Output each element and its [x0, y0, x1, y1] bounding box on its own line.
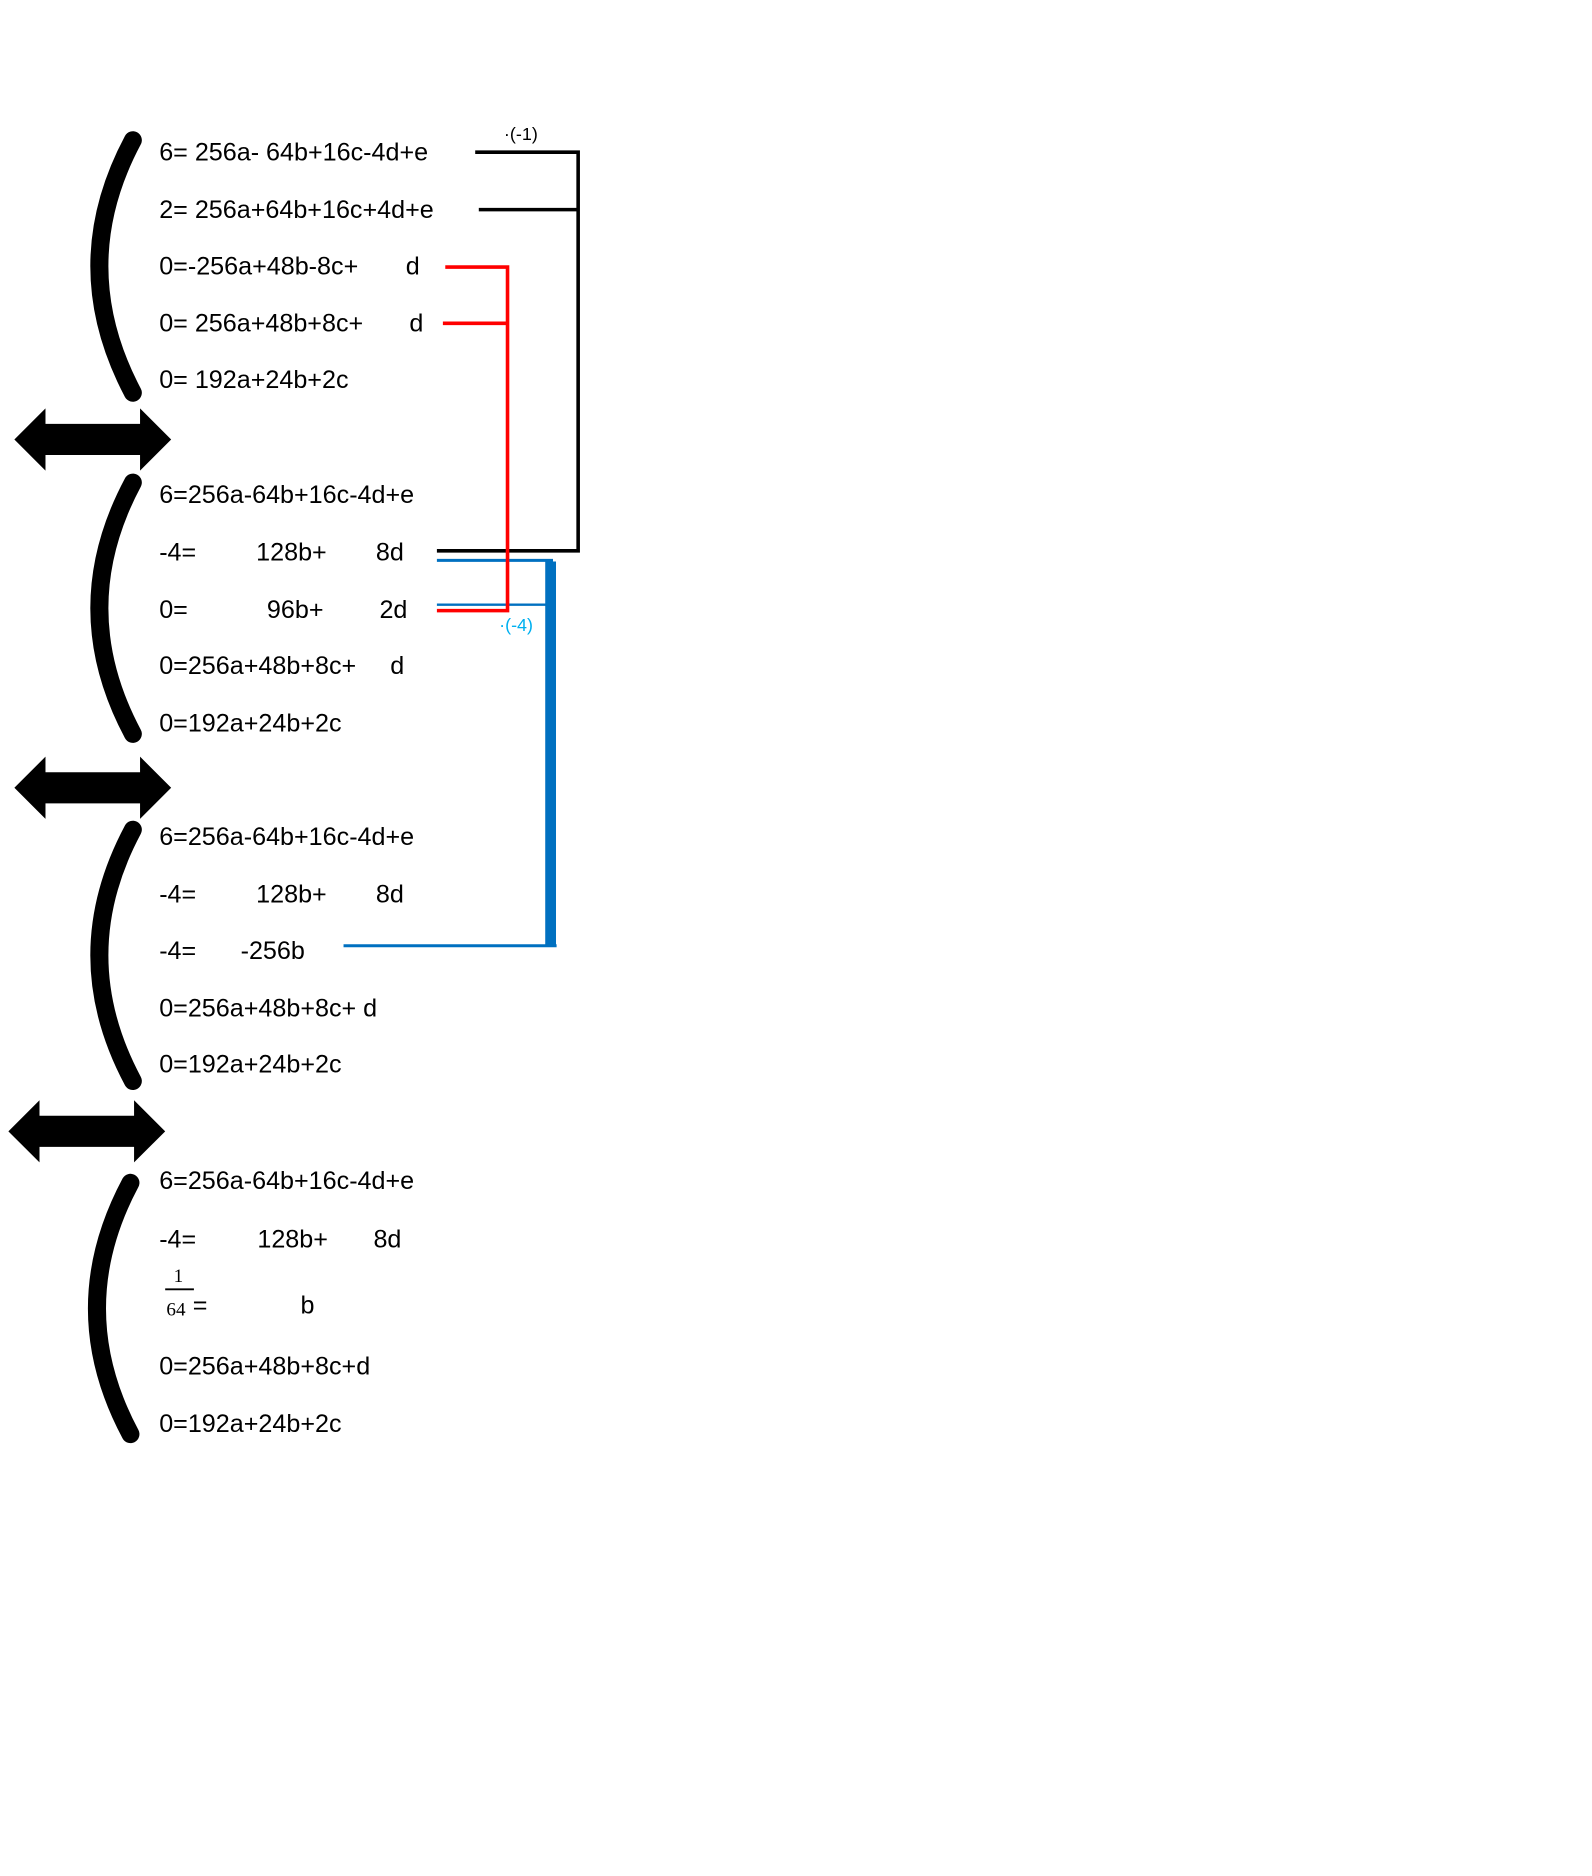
equation: 0=192a+24b+2c: [159, 1410, 341, 1438]
equation-term: 128b+: [256, 538, 327, 566]
equation-term: =: [193, 1291, 208, 1319]
equation: 6=256a-64b+16c-4d+e: [159, 1167, 414, 1195]
equation: 0=256a+48b+8c+d: [159, 1352, 370, 1380]
equation-term: 8d: [373, 1225, 401, 1253]
left-parenthesis-1: [90, 131, 142, 402]
equation: 0= 192a+24b+2c: [159, 366, 348, 394]
equation-term: -4=: [159, 1225, 196, 1253]
fraction-denominator: 64: [166, 1300, 186, 1321]
left-parenthesis-3: [90, 820, 142, 1091]
left-parenthesis-2: [90, 473, 142, 743]
red-connector: [436, 265, 510, 613]
equation-system-1: 6= 256a- 64b+16c-4d+e 2= 256a+64b+16c+4d…: [159, 139, 434, 394]
equation-term: d: [406, 252, 420, 280]
equation-term: 128b+: [257, 1225, 328, 1253]
equation-term: -4=: [159, 937, 196, 965]
equation-term: 8d: [376, 538, 404, 566]
double-arrow-icon: [14, 756, 172, 819]
equation: 6=256a-64b+16c-4d+e: [159, 823, 414, 851]
equation: 6=256a-64b+16c-4d+e: [159, 481, 414, 509]
equation-term: 128b+: [256, 881, 327, 909]
double-arrow-icon: [14, 408, 172, 471]
equation: 6= 256a- 64b+16c-4d+e: [159, 139, 428, 167]
equation: 0=192a+24b+2c: [159, 710, 341, 738]
equation: 2= 256a+64b+16c+4d+e: [159, 196, 434, 224]
equation-term: -4=: [159, 881, 196, 909]
blue-connector: [343, 558, 557, 948]
equation-term: d: [409, 310, 423, 338]
left-parenthesis-4: [88, 1173, 140, 1444]
double-arrow-icon: [8, 1100, 166, 1163]
equation-system-3: 6=256a-64b+16c-4d+e -4= 128b+ 8d -4= -25…: [159, 823, 414, 1078]
equation: 0=256a+48b+8c+: [159, 652, 356, 680]
fraction-numerator: 1: [174, 1266, 184, 1287]
equation: 0=256a+48b+8c+ d: [159, 994, 377, 1022]
equation-term: 96b+: [267, 596, 324, 624]
multiplier-label-neg1: ·(-1): [504, 124, 538, 144]
equation-system-2: 6=256a-64b+16c-4d+e -4= 128b+ 8d 0= 96b+…: [159, 481, 414, 738]
equation-term: 8d: [376, 881, 404, 909]
equation-term: -256b: [241, 937, 305, 965]
equation-term: b: [300, 1291, 314, 1319]
equation-term: 2d: [379, 596, 407, 624]
equation-term: 0=: [159, 596, 188, 624]
equation-system-4: 6=256a-64b+16c-4d+e -4= 128b+ 8d 1 64 = …: [159, 1167, 414, 1438]
equation-term: -4=: [159, 538, 196, 566]
equation: 0= 256a+48b+8c+: [159, 310, 363, 338]
equation: 0=-256a+48b-8c+: [159, 252, 358, 280]
equation: 0=192a+24b+2c: [159, 1051, 341, 1079]
equation-term: d: [390, 652, 404, 680]
multiplier-label-neg4: ·(-4): [499, 615, 533, 635]
